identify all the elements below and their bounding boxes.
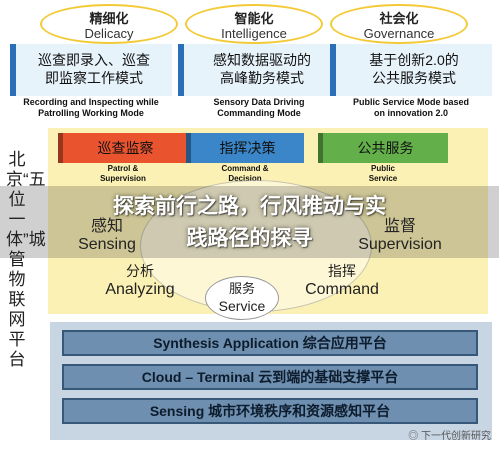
panel-subtitle: Recording and Inspecting while Patrollin… (6, 97, 176, 119)
panel-line: 即监察工作模式 (45, 70, 143, 86)
subtitle-line: Commanding Mode (217, 108, 301, 118)
panel-service-mode: 基于创新2.0的 公共服务模式 (330, 44, 492, 96)
command-en: Command (305, 281, 379, 298)
subtitle-line: Recording and Inspecting while (23, 97, 159, 107)
oval-zh: 智能化 (234, 11, 274, 26)
service-node: 服务 Service (205, 276, 279, 320)
tab-sub-line: Decision (228, 174, 262, 183)
watermark-text: 下一代创新研究 (421, 431, 491, 442)
tab-sub-line: Command & (221, 164, 269, 173)
analyzing-zh: 分析 (126, 263, 154, 279)
service-en: Service (218, 298, 266, 314)
side-title: 北京“五位一体”城管物联网平台 (6, 150, 46, 369)
panel-line: 巡查即录入、巡查 (38, 52, 150, 68)
tab-subtitle: Patrol & Supervision (58, 164, 188, 184)
tab-command: 指挥决策 (186, 133, 304, 163)
subtitle-line: Public Service Mode based (352, 97, 470, 107)
sensing-en: Sensing (78, 236, 136, 253)
oval-governance: 社会化 Governance (330, 4, 468, 44)
panel-subtitle: Sensory Data Driving Commanding Mode (174, 97, 344, 119)
sensing-zh: 感知 (90, 218, 123, 235)
command-node: 指挥 Command (292, 262, 392, 300)
platform-synthesis: Synthesis Application 综合应用平台 (62, 330, 478, 356)
subtitle-line: Patrolling Working Mode (38, 108, 144, 118)
watermark: ◎ 下一代创新研究 (408, 427, 491, 442)
oval-en: Delicacy (84, 26, 134, 41)
sensing-node: 感知 Sensing (62, 218, 152, 254)
tab-subtitle: Command & Decision (186, 164, 304, 184)
banner-line-2: 践路径的探寻 (186, 227, 313, 250)
panel-line: 高峰勤务模式 (220, 70, 304, 86)
banner-line-1: 探索前行之路，行风推动与实 (113, 195, 386, 218)
tab-label: 指挥决策 (219, 140, 276, 156)
tab-sub-line: Service (368, 174, 398, 183)
subtitle-line: on innovation 2.0 (373, 108, 448, 118)
supervision-zh: 监督 (383, 218, 416, 235)
wechat-icon: ◎ (408, 431, 419, 442)
panel-command-mode: 感知数据驱动的 高峰勤务模式 (178, 44, 340, 96)
tab-subtitle: Public Service (318, 164, 448, 184)
supervision-en: Supervision (358, 236, 442, 253)
platform-cloud: Cloud – Terminal 云到端的基础支撑平台 (62, 364, 478, 390)
tab-sub-line: Patrol & (107, 164, 139, 173)
tab-sub-line: Supervision (100, 174, 146, 183)
panel-patrol-mode: 巡查即录入、巡查 即监察工作模式 (10, 44, 172, 96)
panel-subtitle: Public Service Mode based on innovation … (326, 97, 496, 119)
tab-label: 公共服务 (357, 140, 414, 156)
panel-line: 基于创新2.0的 (369, 52, 459, 68)
oval-delicacy: 精细化 Delicacy (40, 4, 178, 44)
tab-label: 巡查监察 (97, 140, 154, 156)
oval-zh: 社会化 (379, 11, 419, 26)
oval-en: Governance (363, 26, 435, 41)
oval-zh: 精细化 (89, 11, 129, 26)
tab-service: 公共服务 (318, 133, 448, 163)
command-zh: 指挥 (328, 263, 356, 279)
panel-line: 感知数据驱动的 (213, 52, 311, 68)
service-zh: 服务 (228, 281, 255, 296)
oval-intelligence: 智能化 Intelligence (185, 4, 323, 44)
tab-sub-line: Public (370, 164, 395, 173)
analyzing-en: Analyzing (105, 281, 175, 298)
supervision-node: 监督 Supervision (340, 218, 460, 254)
title-banner: 探索前行之路，行风推动与实 践路径的探寻 (0, 186, 499, 258)
panel-line: 公共服务模式 (372, 70, 456, 86)
subtitle-line: Sensory Data Driving (213, 97, 305, 107)
oval-en: Intelligence (221, 26, 287, 41)
platform-sensing: Sensing 城市环境秩序和资源感知平台 (62, 398, 478, 424)
analyzing-node: 分析 Analyzing (100, 262, 180, 300)
tab-patrol: 巡查监察 (58, 133, 188, 163)
